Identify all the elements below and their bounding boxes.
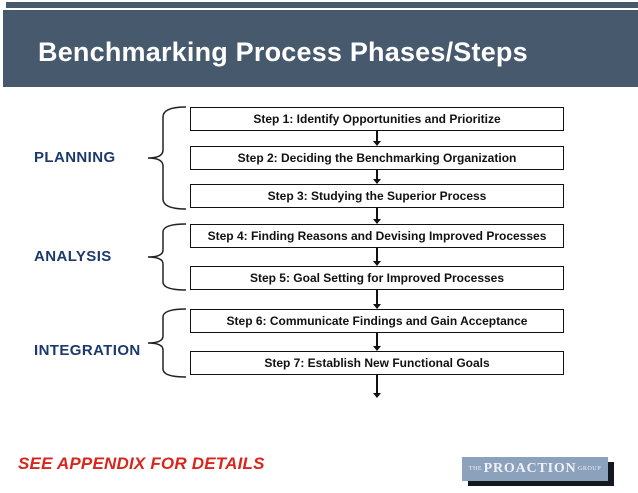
arrow-shaft xyxy=(376,333,378,346)
integration-brace xyxy=(147,308,187,378)
analysis-brace xyxy=(147,223,187,291)
proaction-logo: THE PROACTION GROUP xyxy=(462,457,614,487)
arrow-head-icon xyxy=(372,179,381,184)
arrow-step1-step2 xyxy=(371,131,383,146)
logo-text-the: THE xyxy=(468,466,483,472)
slide-header: Benchmarking Process Phases/Steps xyxy=(3,10,638,87)
logo-text-group: GROUP xyxy=(577,466,602,472)
step-box-5: Step 5: Goal Setting for Improved Proces… xyxy=(190,266,564,290)
appendix-note: SEE APPENDIX FOR DETAILS xyxy=(18,454,265,473)
arrow-head-icon xyxy=(372,304,381,309)
logo-text-proaction: PROACTION xyxy=(483,461,577,476)
arrow-step2-step3 xyxy=(371,170,383,184)
arrow-shaft xyxy=(376,375,378,393)
arrow-step6-step7 xyxy=(371,333,383,351)
arrow-head-icon xyxy=(372,219,381,224)
top-accent-bar xyxy=(6,2,638,8)
step-box-7: Step 7: Establish New Functional Goals xyxy=(190,351,564,375)
arrow-head-icon xyxy=(372,141,381,146)
arrow-step5-step6 xyxy=(371,290,383,309)
step-box-4: Step 4: Finding Reasons and Devising Imp… xyxy=(190,224,564,248)
arrow-step4-step5 xyxy=(371,248,383,266)
arrow-shaft xyxy=(376,208,378,219)
arrow-shaft xyxy=(376,248,378,261)
arrow-shaft xyxy=(376,290,378,304)
step-box-1: Step 1: Identify Opportunities and Prior… xyxy=(190,107,564,131)
phase-label-analysis: ANALYSIS xyxy=(34,248,112,265)
step-box-3: Step 3: Studying the Superior Process xyxy=(190,184,564,208)
slide-title: Benchmarking Process Phases/Steps xyxy=(38,37,528,67)
arrow-head-icon xyxy=(372,346,381,351)
arrow-shaft xyxy=(376,170,378,179)
arrow-head-icon xyxy=(372,393,381,398)
arrow-step3-step4 xyxy=(371,208,383,224)
phase-label-integration: INTEGRATION xyxy=(34,342,141,359)
arrow-step7-out xyxy=(371,375,383,398)
arrow-head-icon xyxy=(372,261,381,266)
planning-brace xyxy=(147,106,187,210)
logo-plate: THE PROACTION GROUP xyxy=(462,457,608,481)
phase-label-planning: PLANNING xyxy=(34,149,116,166)
step-box-2: Step 2: Deciding the Benchmarking Organi… xyxy=(190,146,564,170)
step-box-6: Step 6: Communicate Findings and Gain Ac… xyxy=(190,309,564,333)
arrow-shaft xyxy=(376,131,378,141)
